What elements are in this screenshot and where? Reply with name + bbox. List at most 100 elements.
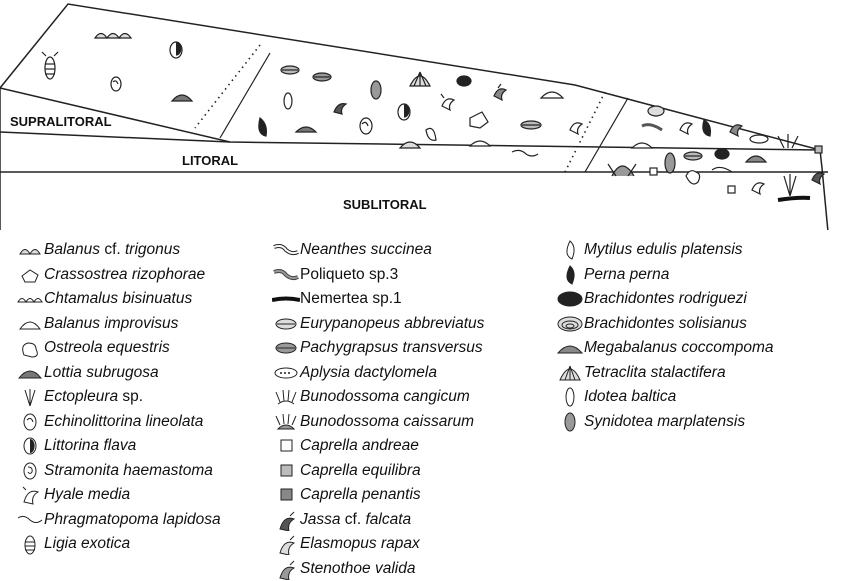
legend-item: Echinolittorina lineolata <box>16 410 221 435</box>
sea-hare-icon <box>750 135 768 143</box>
legend-item: Ligia exotica <box>16 532 221 557</box>
synidotea-icon <box>665 153 675 173</box>
legend-label: Chtamalus bisinuatus <box>44 290 192 308</box>
mussel-black-icon <box>556 264 584 286</box>
hydroid-icon <box>16 386 44 408</box>
legend-label: Littorina flava <box>44 437 136 455</box>
worm-black-icon <box>778 198 810 200</box>
snail-spiral-icon <box>16 460 44 482</box>
legend-label: Hyale media <box>44 486 130 504</box>
legend-label: Pachygrapsus transversus <box>300 339 483 357</box>
crab-striped-icon <box>684 152 702 160</box>
crab-gray-icon <box>272 337 300 359</box>
legend-label: Jassa cf. falcata <box>300 511 411 529</box>
synidotea-icon <box>371 81 381 99</box>
legend-item: Megabalanus coccompoma <box>556 336 774 361</box>
legend-item: Caprella andreae <box>272 434 484 459</box>
square-light-icon <box>815 146 822 153</box>
barnacle-outline-icon <box>16 313 44 335</box>
legend-label: Brachidontes rodriguezi <box>584 290 747 308</box>
crab-striped-icon <box>521 121 541 129</box>
anemone-gray-icon <box>272 411 300 433</box>
legend-label: Bunodossoma cangicum <box>300 388 470 406</box>
tetraclita-icon <box>556 362 584 384</box>
clam-striped-icon <box>556 313 584 335</box>
legend-label: Tetraclita stalactifera <box>584 364 726 382</box>
legend-item: Balanus cf. trigonus <box>16 238 221 263</box>
legend-label: Ostreola equestris <box>44 339 170 357</box>
legend-item: Poliqueto sp.3 <box>272 263 484 288</box>
legend-label: Stramonita haemastoma <box>44 462 213 480</box>
legend-item: Ostreola equestris <box>16 336 221 361</box>
legend-item: Elasmopus rapax <box>272 532 484 557</box>
legend-item: Brachidontes solisianus <box>556 312 774 337</box>
legend-label: Brachidontes solisianus <box>584 315 747 333</box>
sea-hare-icon <box>272 362 300 384</box>
legend-label: Megabalanus coccompoma <box>584 339 774 357</box>
zone-label-litoral: LITORAL <box>182 153 238 168</box>
crab-gray-icon <box>313 73 331 81</box>
legend-item: Idotea baltica <box>556 385 774 410</box>
barnacle-shell-icon <box>95 34 131 39</box>
legend-label: Neanthes succinea <box>300 241 432 259</box>
legend-item: Stramonita haemastoma <box>16 459 221 484</box>
amphipod-light-icon <box>272 533 300 555</box>
square-white-icon <box>728 186 735 193</box>
legend-item: Synidotea marplatensis <box>556 410 774 435</box>
legend-item: Aplysia dactylomela <box>272 361 484 386</box>
legend-item: Littorina flava <box>16 434 221 459</box>
legend-item: Brachidontes rodriguezi <box>556 287 774 312</box>
legend-item: Bunodossoma cangicum <box>272 385 484 410</box>
legend-label: Mytilus edulis platensis <box>584 241 743 259</box>
legend-label: Bunodossoma caissarum <box>300 413 474 431</box>
anemone-outline-icon <box>272 386 300 408</box>
clam-black-icon <box>556 288 584 310</box>
amphipod-gray-icon <box>272 558 300 580</box>
legend-item: Hyale media <box>16 483 221 508</box>
legend-item: Neanthes succinea <box>272 238 484 263</box>
synidotea-icon <box>556 411 584 433</box>
limpet-icon <box>16 362 44 384</box>
legend-item: Eurypanopeus abbreviatus <box>272 312 484 337</box>
zone-label-sublitoral: SUBLITORAL <box>343 197 427 212</box>
idotea-icon <box>556 386 584 408</box>
legend-label: Caprella penantis <box>300 486 421 504</box>
legend-item: Nemertea sp.1 <box>272 287 484 312</box>
crab-striped-icon <box>272 313 300 335</box>
worm-tube-icon <box>16 509 44 531</box>
legend-item: Mytilus edulis platensis <box>556 238 774 263</box>
mussel-outline-icon <box>556 239 584 261</box>
oyster-pentagon-icon <box>16 264 44 286</box>
snail-dark-icon <box>170 42 182 58</box>
shore-profile-diagram: SUPRALITORAL LITORAL SUBLITORAL <box>0 0 850 230</box>
double-barnacle-icon <box>16 288 44 310</box>
legend-label: Ectopleura sp. <box>44 388 143 406</box>
barnacle-shell-icon <box>16 239 44 261</box>
legend-item: Jassa cf. falcata <box>272 508 484 533</box>
clam-striped-icon <box>648 106 664 116</box>
legend-item: Balanus improvisus <box>16 312 221 337</box>
legend-label: Eurypanopeus abbreviatus <box>300 315 484 333</box>
legend-label: Caprella equilibra <box>300 462 421 480</box>
legend-label: Echinolittorina lineolata <box>44 413 203 431</box>
legend-label: Caprella andreae <box>300 437 419 455</box>
amphipod-dark-icon <box>272 509 300 531</box>
snail-dark-icon <box>16 435 44 457</box>
square-gray-icon <box>272 484 300 506</box>
clam-black-icon <box>715 149 729 159</box>
legend-item: Perna perna <box>556 263 774 288</box>
legend-item: Chtamalus bisinuatus <box>16 287 221 312</box>
legend-label: Idotea baltica <box>584 388 676 406</box>
clam-black-icon <box>457 76 471 86</box>
legend-label: Poliqueto sp.3 <box>300 266 398 284</box>
legend-label: Perna perna <box>584 266 669 284</box>
intertidal-zonation-figure: SUPRALITORAL LITORAL SUBLITORAL <box>0 0 850 563</box>
idotea-icon <box>284 93 292 109</box>
barnacle-gray-icon <box>556 337 584 359</box>
legend-label: Crassostrea rizophorae <box>44 266 205 284</box>
zone-label-supralitoral: SUPRALITORAL <box>10 114 112 129</box>
legend-label: Aplysia dactylomela <box>300 364 437 382</box>
legend-label: Ligia exotica <box>44 535 130 553</box>
